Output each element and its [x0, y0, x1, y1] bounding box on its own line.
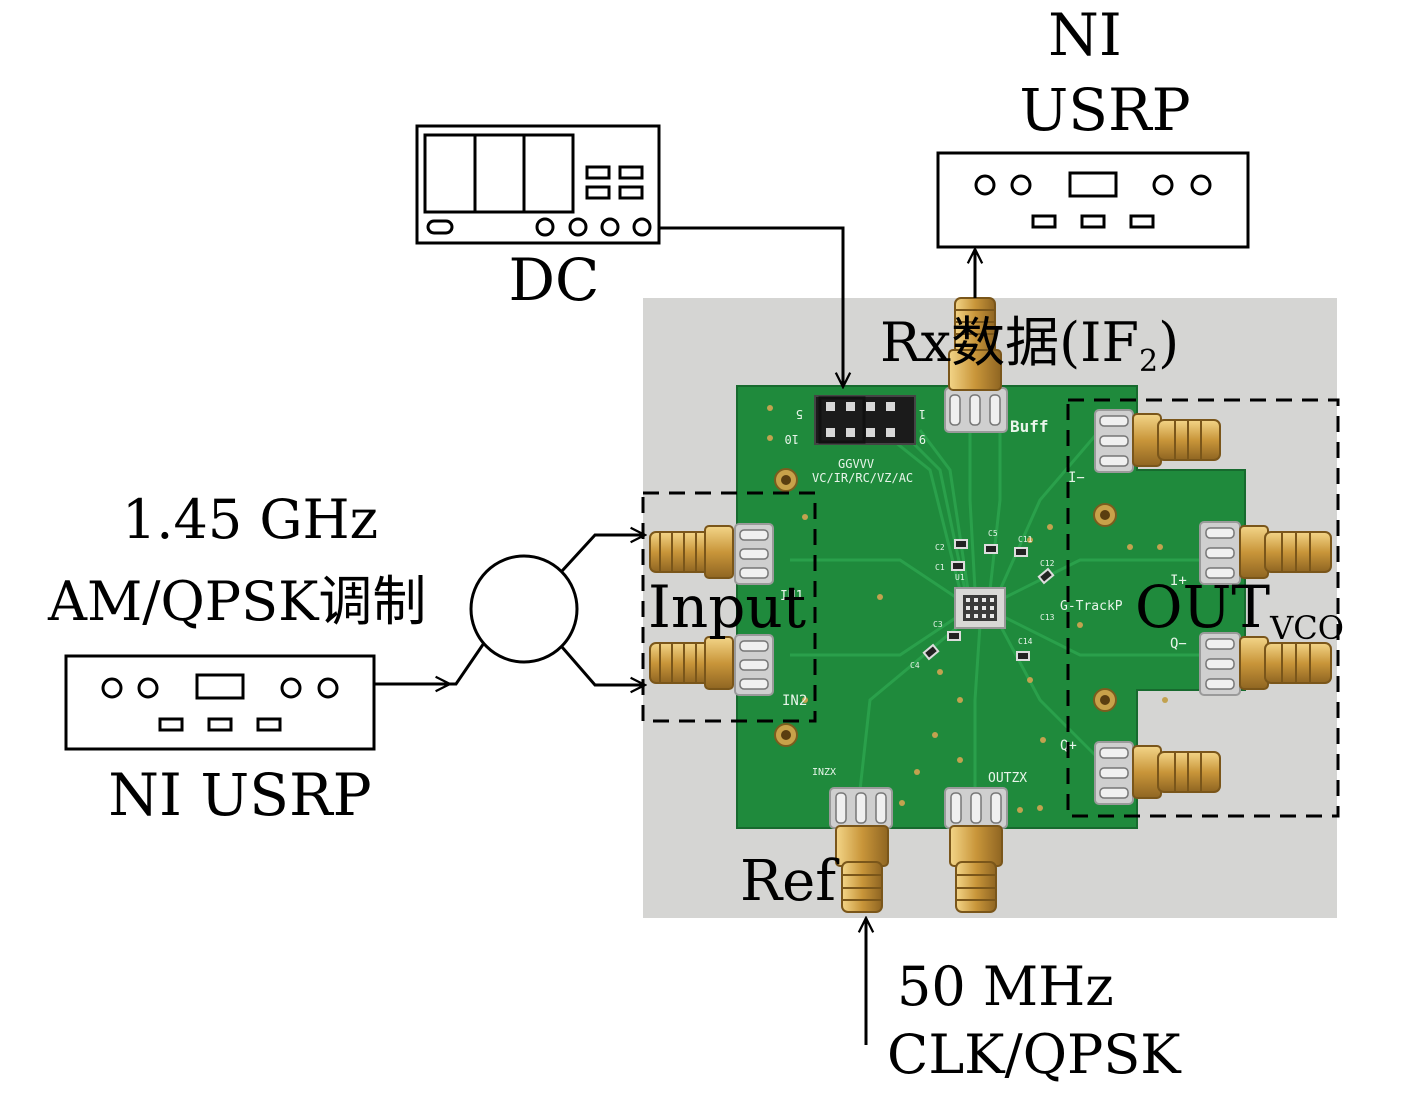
dc-label: DC [509, 246, 600, 314]
rx-label-suffix: ) [1158, 311, 1179, 374]
top-usrp-label-line2: USRP [1019, 76, 1190, 144]
sma-in1 [649, 525, 734, 579]
pcb-silkscreen: Buff IN1 IN2 I− I+ Q− Q+ OUTZX INZX G-Tr… [780, 407, 1187, 786]
sma-buff [948, 297, 1002, 391]
central-ic [954, 587, 1006, 629]
top-usrp-label-line1: NI [1048, 1, 1122, 69]
pcb-vias [767, 405, 1168, 813]
sma-q-minus [1239, 636, 1332, 690]
silk-pin5: 5 [796, 407, 803, 421]
sma-q-plus [1132, 745, 1221, 799]
silk-in2: IN2 [782, 693, 807, 709]
top-usrp-device [936, 151, 1250, 249]
input-label: Input [648, 573, 806, 641]
rx-label-prefix: Rx数据(IF [880, 311, 1139, 374]
splitter-arrow-in2 [560, 646, 645, 685]
silk-c1: C1 [935, 563, 945, 572]
silk-c13: C13 [1040, 613, 1055, 622]
silk-c2: C2 [935, 543, 945, 552]
sma-connectors [649, 297, 1332, 913]
connector-pins [739, 394, 1235, 824]
silk-header-line2: VC/IR/RC/VZ/AC [812, 471, 913, 485]
silk-c11: C11 [1018, 535, 1033, 544]
sma-ref [835, 825, 889, 913]
sma-i-plus [1239, 525, 1332, 579]
left-usrp-device [64, 654, 376, 751]
silk-c3: C3 [933, 620, 943, 629]
silk-c14: C14 [1018, 637, 1033, 646]
silk-pin10: 10 [785, 432, 799, 446]
usrp-to-splitter-wire [374, 642, 486, 686]
pcb-photo: Buff IN1 IN2 I− I+ Q− Q+ OUTZX INZX G-Tr… [643, 297, 1337, 918]
sma-in2 [649, 636, 734, 690]
silk-in1: IN1 [780, 589, 803, 604]
rx-label-sub: 2 [1139, 344, 1158, 379]
silk-pin1: 1 [919, 407, 926, 421]
silk-header-line1: GGVVV [838, 457, 874, 471]
left-usrp-label: NI USRP [108, 761, 371, 829]
source-freq-label: 1.45 GHz [122, 488, 378, 551]
rx-label: Rx数据(IF2) [880, 311, 1179, 379]
output-dashed-box [1066, 398, 1340, 818]
silk-c4: C4 [910, 661, 920, 670]
clk-mod-label: CLK/QPSK [887, 1023, 1182, 1086]
dc-power-supply [415, 124, 661, 245]
input-dashed-box [641, 491, 817, 723]
silk-c12: C12 [1040, 559, 1055, 568]
sma-i-minus [1132, 413, 1221, 467]
silk-q-minus: Q− [1170, 636, 1187, 652]
silk-outzx: OUTZX [988, 771, 1027, 786]
silk-inzx: INZX [812, 767, 836, 778]
silk-buff: Buff [1010, 417, 1049, 436]
dc-wire-arrow [659, 226, 843, 387]
ref-label: Ref [740, 849, 840, 914]
silk-u1: U1 [955, 573, 965, 582]
mounting-holes [774, 468, 1117, 747]
clk-freq-label: 50 MHz [897, 955, 1114, 1018]
source-mod-label: AM/QPSK调制 [47, 570, 426, 633]
silk-g-trackp: G-TrackP [1060, 599, 1123, 614]
splitter-arrow-in1 [560, 535, 645, 573]
out-vco-label: OUTVCO [1135, 573, 1344, 647]
power-splitter-circle [469, 554, 579, 664]
pin-header [814, 395, 916, 445]
silk-c5: C5 [988, 529, 998, 538]
out-label-main: OUT [1135, 573, 1270, 641]
sma-outzx [949, 825, 1003, 913]
out-label-sub: VCO [1269, 609, 1344, 647]
smd-capacitors [922, 539, 1055, 661]
silk-i-plus: I+ [1170, 573, 1187, 589]
silk-i-minus: I− [1068, 470, 1085, 486]
silk-pin9: 9 [919, 432, 926, 446]
